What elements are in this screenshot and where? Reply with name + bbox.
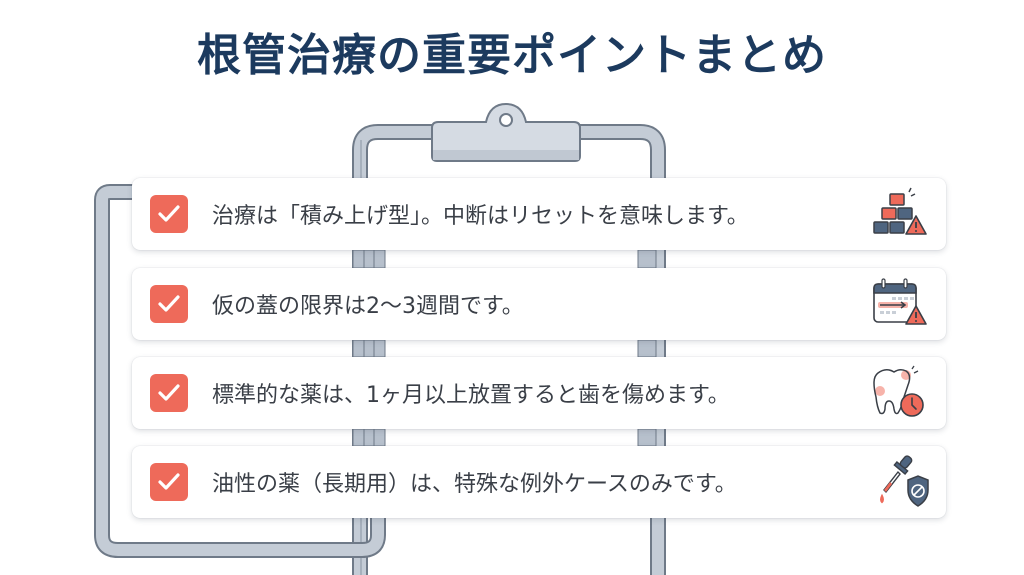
checklist-item: 油性の薬（長期用）は、特殊な例外ケースのみです。 xyxy=(132,446,946,518)
checkmark-icon xyxy=(158,295,180,312)
checkbox-checked[interactable] xyxy=(150,463,188,501)
checklist-item: 仮の蓋の限界は2〜3週間です。 xyxy=(132,268,946,340)
checkmark-icon xyxy=(158,473,180,490)
item-text: 治療は「積み上げ型」。中断はリセットを意味します。 xyxy=(212,204,749,229)
checkbox-checked[interactable] xyxy=(150,285,188,323)
checklist-item: 標準的な薬は、1ヶ月以上放置すると歯を傷めます。 xyxy=(132,357,946,429)
stacked-blocks-warning-icon xyxy=(873,187,927,235)
tooth-clock-icon xyxy=(873,365,924,417)
checkmark-icon xyxy=(158,205,180,222)
checkmark-icon xyxy=(158,384,180,401)
page-title: 根管治療の重要ポイントまとめ xyxy=(197,30,827,81)
calendar-warning-icon xyxy=(873,278,927,325)
checklist-item: 治療は「積み上げ型」。中断はリセットを意味します。 xyxy=(132,178,946,250)
item-text: 仮の蓋の限界は2〜3週間です。 xyxy=(212,294,524,319)
checkbox-checked[interactable] xyxy=(150,374,188,412)
checkbox-checked[interactable] xyxy=(150,195,188,233)
item-text: 油性の薬（長期用）は、特殊な例外ケースのみです。 xyxy=(212,472,737,497)
front-clipboard-frame xyxy=(94,184,386,558)
dropper-shield-icon xyxy=(880,455,929,507)
clipboard-clip xyxy=(431,102,581,162)
item-text: 標準的な薬は、1ヶ月以上放置すると歯を傷めます。 xyxy=(212,383,730,408)
